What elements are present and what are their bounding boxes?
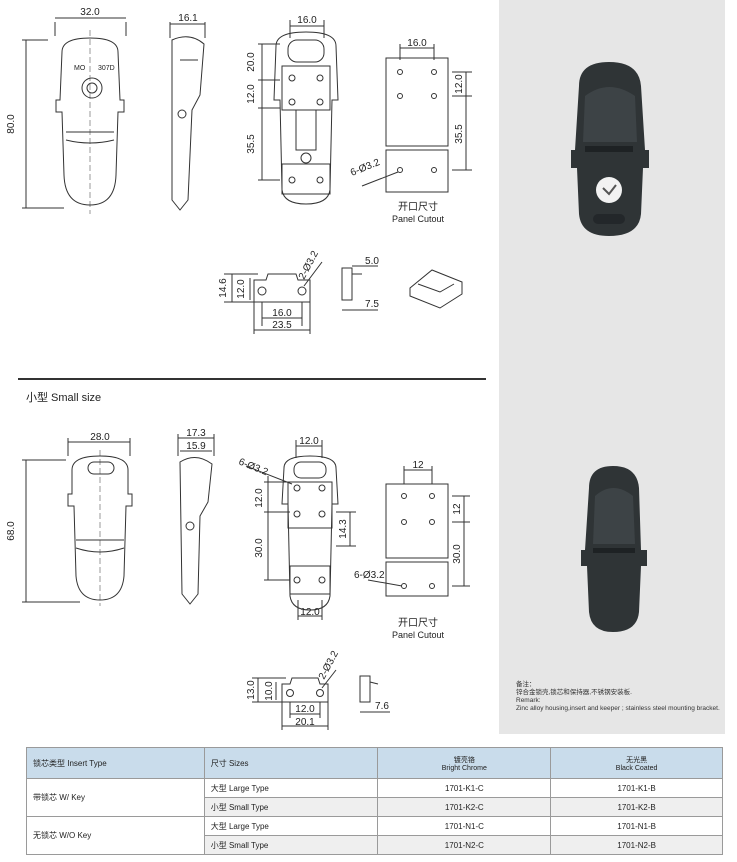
large-side-view: 16.1 [169, 13, 206, 211]
table-row: 小型 Small Type 1701-K2-C 1701-K2-B [27, 797, 723, 817]
large-front-label-left: MO [74, 65, 86, 72]
large-front-width: 32.0 [80, 7, 100, 18]
header-bright-cn: 镀亮铬 [453, 756, 475, 764]
remarks-title-cn: 备注： [516, 681, 536, 688]
large-keeper-side-top: 5.0 [365, 256, 379, 267]
remarks-line-cn: 锌合金锁壳,锁芯和保持器,不锈钢安装板. [516, 689, 632, 696]
remarks-title-en: Remark: [516, 697, 541, 704]
black-code-cell: 1701-N2-B [550, 835, 723, 855]
table-row: 带锁芯 W/ Key 大型 Large Type 1701-K1-C 1701-… [26, 778, 723, 817]
black-code-cell: 1701-K2-B [550, 797, 723, 817]
large-cutout-width: 16.0 [407, 38, 427, 49]
large-keeper-hole: 2-Ø3.2 [297, 249, 321, 282]
remarks: 备注： 锌合金锁壳,锁芯和保持器,不锈钢安装板. Remark: Zinc al… [516, 681, 721, 713]
large-keeper-height-inner: 12.0 [236, 279, 247, 299]
large-cutout-dim-12: 12.0 [454, 74, 465, 94]
large-keeper-height-outer: 14.6 [218, 278, 229, 298]
black-code-cell: 1701-N1-B [550, 816, 723, 836]
header-black-en: Black Coated [615, 764, 658, 772]
large-keeper-side-bottom: 7.5 [365, 299, 379, 310]
bright-code-cell: 1701-N2-C [377, 835, 552, 855]
size-cell: 大型 Large Type [203, 816, 379, 836]
small-keeper-outer-width: 20.1 [295, 717, 315, 728]
header-bright-en: Bright Chrome [441, 764, 487, 772]
small-front-view: 28.0 68.0 [6, 432, 133, 606]
small-back-dim-14: 14.3 [338, 519, 349, 539]
large-holes-label: 6-Ø3.2 [349, 157, 382, 179]
small-cutout-label-en: Panel Cutout [392, 630, 445, 640]
small-holes-label: 6-Ø3.2 [354, 570, 385, 581]
large-panel-cutout: 16.0 12.0 35.5 6-Ø3.2 开口尺寸 Panel Cutout [349, 38, 472, 224]
small-side-width-inner: 15.9 [186, 441, 206, 452]
large-cutout-dim-35: 35.5 [454, 124, 465, 144]
large-front-height: 80.0 [6, 114, 17, 134]
large-back-dim-35: 35.5 [246, 134, 257, 154]
table-row: 小型 Small Type 1701-N2-C 1701-N2-B [27, 835, 723, 855]
header-sizes: 尺寸 Sizes [203, 747, 379, 779]
large-keeper-outer-width: 23.5 [272, 320, 292, 331]
table-row: 无锁芯 W/O Key 大型 Large Type 1701-N1-C 1701… [26, 816, 723, 855]
size-cell: 小型 Small Type [203, 797, 379, 817]
small-back-view: 12.0 6-Ø3.2 12.0 30.0 14.3 12.0 [237, 436, 356, 620]
small-cutout-width: 12 [412, 460, 424, 471]
table-header-row: 锁芯类型 Insert Type 尺寸 Sizes 镀亮铬 Bright Chr… [26, 747, 723, 779]
small-cutout-dim-12: 12 [452, 503, 463, 515]
large-keeper: 14.6 12.0 2-Ø3.2 16.0 23.5 5.0 7.5 [218, 249, 463, 334]
large-back-dim-12: 12.0 [246, 84, 257, 104]
large-keeper-inner-width: 16.0 [272, 308, 292, 319]
small-back-top-width: 12.0 [299, 436, 319, 447]
large-cutout-label-cn: 开口尺寸 [398, 200, 438, 213]
small-front-width: 28.0 [90, 432, 110, 443]
small-panel-cutout: 12 12 30.0 6-Ø3.2 开口尺寸 Panel Cutout [354, 460, 470, 640]
header-black-cn: 无光黑 [626, 756, 648, 764]
size-cell: 大型 Large Type [203, 778, 379, 798]
small-keeper-hole: 2-Ø3.2 [317, 649, 341, 682]
black-code-cell: 1701-K1-B [550, 778, 723, 798]
small-keeper-height-outer: 13.0 [246, 680, 257, 700]
small-keeper-side: 7.6 [375, 701, 389, 712]
product-photo-panel [499, 0, 725, 734]
large-back-top-width: 16.0 [297, 15, 317, 26]
small-back-bottom-width: 12.0 [300, 607, 320, 618]
large-front-view: 32.0 80.0 MO 307D [6, 7, 127, 214]
section-divider [18, 378, 486, 380]
header-insert-type: 锁芯类型 Insert Type [26, 747, 205, 779]
insert-type-cell: 无锁芯 W/O Key [26, 816, 205, 855]
small-keeper-height-inner: 10.0 [264, 681, 275, 701]
small-front-height: 68.0 [6, 521, 17, 541]
product-photos [571, 62, 649, 632]
large-side-width: 16.1 [178, 13, 198, 24]
remarks-line-en: Zinc alloy housing,insert and keeper ; s… [516, 705, 720, 712]
spec-table: 锁芯类型 Insert Type 尺寸 Sizes 镀亮铬 Bright Chr… [26, 747, 723, 855]
bright-code-cell: 1701-K1-C [377, 778, 552, 798]
small-keeper: 13.0 10.0 2-Ø3.2 12.0 20.1 7.6 [246, 649, 390, 730]
small-size-title: 小型 Small size [26, 392, 102, 404]
small-cutout-label-cn: 开口尺寸 [398, 616, 438, 629]
small-side-width-outer: 17.3 [186, 428, 206, 439]
small-back-dim-12: 12.0 [254, 488, 265, 508]
insert-type-cell: 带锁芯 W/ Key [26, 778, 205, 817]
bright-code-cell: 1701-N1-C [377, 816, 552, 836]
large-cutout-label-en: Panel Cutout [392, 214, 445, 224]
small-keeper-inner-width: 12.0 [295, 704, 315, 715]
small-latch-photo [581, 466, 647, 632]
bright-code-cell: 1701-K2-C [377, 797, 552, 817]
header-black-coated: 无光黑 Black Coated [550, 747, 723, 779]
large-front-label-right: 307D [98, 65, 115, 72]
large-latch-photo [571, 62, 649, 236]
large-back-view: 16.0 20.0 12.0 35.5 [246, 15, 339, 205]
header-bright-chrome: 镀亮铬 Bright Chrome [377, 747, 552, 779]
small-holes-label-top: 6-Ø3.2 [237, 457, 270, 479]
small-cutout-dim-30: 30.0 [452, 544, 463, 564]
small-back-dim-30: 30.0 [254, 538, 265, 558]
small-side-view: 17.3 15.9 [177, 428, 215, 605]
large-back-dim-20: 20.0 [246, 52, 257, 72]
size-cell: 小型 Small Type [203, 835, 379, 855]
